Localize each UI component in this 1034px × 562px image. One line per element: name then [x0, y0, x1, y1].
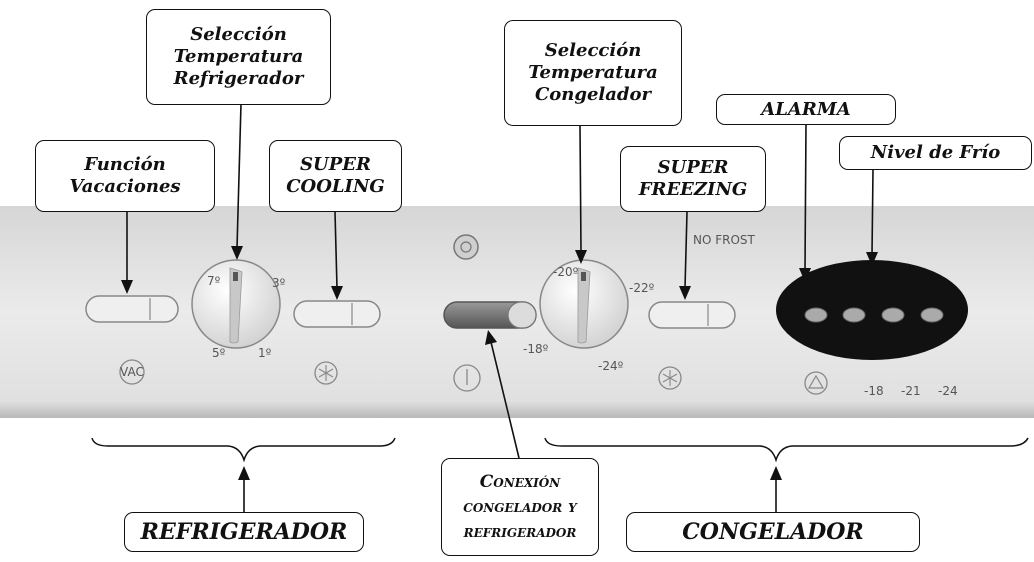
- super-freezing-button[interactable]: [648, 301, 736, 329]
- dial-mark: -20º: [553, 265, 579, 279]
- callout-line: refrigerador: [463, 521, 577, 542]
- callout-line: FREEZING: [638, 179, 748, 200]
- callout-line: Vacaciones: [69, 176, 181, 197]
- alarm-icon: [804, 371, 828, 395]
- alarm-callout: ALARMA: [716, 94, 896, 125]
- no-frost-label: NO FROST: [693, 233, 756, 247]
- super-cooling-callout: SUPER COOLING: [269, 140, 402, 212]
- freezer-temperature-callout: Selección Temperatura Congelador: [504, 20, 682, 126]
- snowflake-icon: [314, 361, 338, 385]
- dial-mark: -18º: [523, 342, 549, 356]
- callout-line: congelador y: [463, 496, 577, 517]
- callout-arrows: [121, 103, 878, 512]
- level-led: [842, 307, 866, 323]
- callout-line: Refrigerador: [173, 68, 304, 89]
- cold-level-mark: -18: [864, 384, 884, 398]
- cold-level-mark: -24: [938, 384, 958, 398]
- callout-line: Función: [84, 154, 166, 175]
- freezer-section-label: CONGELADOR: [626, 512, 920, 552]
- connection-callout: Conexión congelador y refrigerador: [441, 458, 599, 556]
- dial-mark: -22º: [629, 281, 655, 295]
- alarm-led: [804, 307, 828, 323]
- level-led: [920, 307, 944, 323]
- dial-mark: 3º: [272, 276, 286, 290]
- refrigerator-temperature-callout: Selección Temperatura Refrigerador: [146, 9, 331, 105]
- level-led: [881, 307, 905, 323]
- dial-mark: 5º: [212, 346, 226, 360]
- super-cooling-button[interactable]: [293, 300, 381, 328]
- cold-level-callout: Nivel de Frío: [839, 136, 1032, 170]
- connection-button[interactable]: [443, 301, 537, 329]
- callout-line: Temperatura: [173, 46, 304, 67]
- dial-mark: 7º: [207, 274, 221, 288]
- callout-line: Temperatura: [528, 62, 658, 83]
- callout-line: Conexión: [479, 471, 561, 492]
- refrigerator-temperature-dial[interactable]: [191, 259, 281, 349]
- power-icon: [453, 364, 481, 392]
- super-freezing-callout: SUPER FREEZING: [620, 146, 766, 212]
- vac-icon: [119, 359, 145, 385]
- refrigerator-section-label: REFRIGERADOR: [124, 512, 364, 552]
- cold-level-mark: -21: [901, 384, 921, 398]
- callout-line: CONGELADOR: [682, 519, 864, 545]
- snowflake-icon: [658, 366, 682, 390]
- refrigerator-brace: [91, 437, 396, 463]
- vacation-function-callout: Función Vacaciones: [35, 140, 215, 212]
- callout-line: REFRIGERADOR: [140, 519, 348, 545]
- callout-line: Selección: [544, 40, 642, 61]
- callout-line: Selección: [190, 24, 287, 45]
- dial-mark: -24º: [598, 359, 624, 373]
- dial-mark: 1º: [258, 346, 272, 360]
- callout-line: SUPER: [657, 157, 729, 178]
- callout-line: COOLING: [286, 176, 385, 197]
- callout-line: ALARMA: [761, 98, 851, 120]
- indicator-lamp: [453, 234, 479, 260]
- vac-label: VAC: [120, 365, 144, 379]
- callout-line: Congelador: [534, 84, 652, 105]
- vacation-button[interactable]: [85, 295, 179, 323]
- freezer-brace: [544, 437, 1029, 463]
- cold-level-display: [776, 260, 968, 360]
- callout-line: SUPER: [300, 154, 371, 175]
- freezer-temperature-dial[interactable]: [539, 259, 629, 349]
- callout-line: Nivel de Frío: [870, 142, 1001, 163]
